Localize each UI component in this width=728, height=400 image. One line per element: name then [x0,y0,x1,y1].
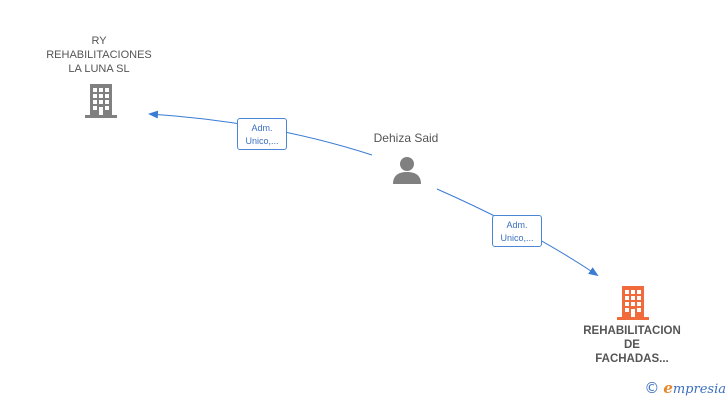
person-icon[interactable] [392,155,422,185]
brand-logo-rest: mpresia [672,382,726,397]
building-icon[interactable] [616,285,650,321]
copyright-icon: © [644,379,660,397]
person-name[interactable]: Dehiza Said [373,131,439,145]
footer-brand[interactable]: © empresia [644,379,726,397]
edge-label-role[interactable]: Adm. Unico,... [237,118,287,150]
company-1-label[interactable]: RY REHABILITACIONES LA LUNA SL [38,34,160,76]
brand-logo: empresia [663,379,726,397]
edge-label-role[interactable]: Adm. Unico,... [492,215,542,247]
company-2-label[interactable]: REHABILITACION DE FACHADAS... [566,324,698,366]
edge-label-line: Unico,... [500,233,534,243]
edge-label-line: Adm. [506,220,528,230]
edge-label-line: Adm. [251,123,273,133]
company-1-label-line: REHABILITACIONES [46,49,152,61]
company-1-label-line: LA LUNA SL [68,63,130,75]
company-2-label-line: FACHADAS... [595,353,669,365]
company-2-label-line: REHABILITACION [583,325,681,337]
company-2-label-line: DE [624,339,640,351]
brand-logo-initial: e [663,379,673,397]
building-icon[interactable] [84,83,118,119]
company-1-label-line: RY [91,35,107,47]
edge-label-line: Unico,... [245,136,279,146]
